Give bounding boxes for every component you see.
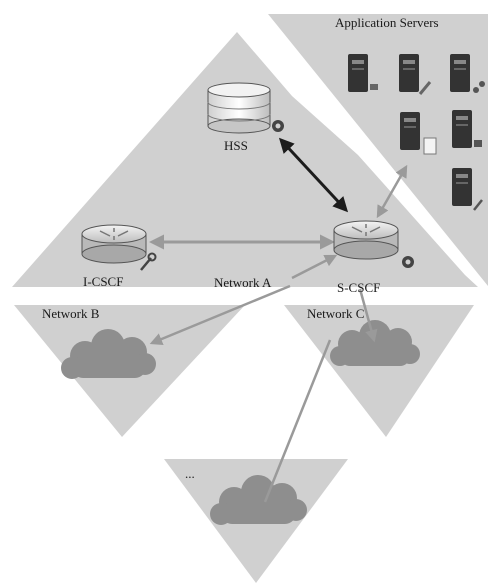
icscf-wrench-icon <box>140 252 157 271</box>
scscf-gear-icon <box>402 256 414 268</box>
app-server-6-icon <box>452 168 483 211</box>
hss-gear-icon <box>272 120 284 132</box>
application-servers-region <box>268 14 488 286</box>
network-c-region <box>284 305 474 437</box>
network-more-cloud <box>210 475 307 525</box>
network-a-to-scscf-arrow <box>291 254 338 280</box>
icscf-router-icon <box>81 224 147 264</box>
app-server-2-icon <box>399 54 432 95</box>
app-server-3-icon <box>450 54 485 93</box>
hss-label: HSS <box>224 138 248 153</box>
app-server-1-icon <box>348 54 378 92</box>
scscf-router-icon <box>333 220 399 260</box>
scscf-to-c-arrow <box>358 288 378 343</box>
network-c-cloud <box>330 320 420 366</box>
hss-scscf-link <box>278 137 349 213</box>
application-servers-label: Application Servers <box>335 15 439 30</box>
network-c-to-more-link <box>263 339 332 503</box>
network-a-to-b-arrow <box>149 284 291 345</box>
network-c-label: Network C <box>307 306 364 321</box>
scscf-label: S-CSCF <box>337 280 380 295</box>
network-more-label: ... <box>185 466 195 481</box>
app-server-4-icon <box>400 112 437 155</box>
network-b-cloud <box>61 329 156 379</box>
network-a-label: Network A <box>214 275 272 290</box>
icscf-label: I-CSCF <box>83 274 123 289</box>
app-server-5-icon <box>452 110 482 148</box>
scscf-appservers-link <box>376 164 408 219</box>
hss-database-icon <box>207 82 271 134</box>
network-b-label: Network B <box>42 306 100 321</box>
